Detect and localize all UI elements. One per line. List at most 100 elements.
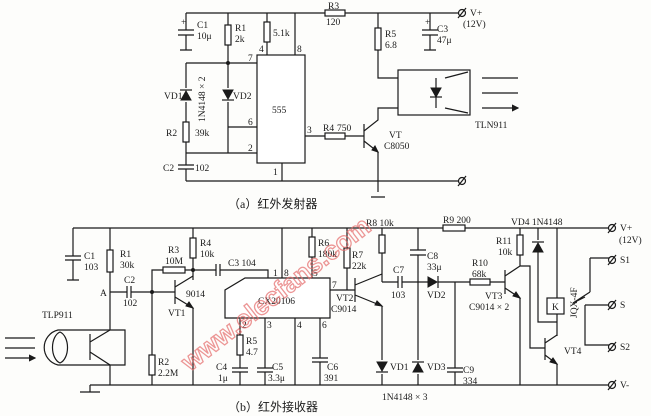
label-c7-value: 103 — [391, 291, 406, 301]
label-r1-b-value: 30k — [120, 261, 135, 271]
label-r3-b: R3 — [168, 246, 179, 256]
resistor-r8 — [378, 234, 386, 254]
label-vt3: VT3 — [485, 292, 503, 302]
diode-vd1-b — [376, 361, 388, 373]
capacitor-c3-b — [193, 264, 269, 278]
vminus-terminal — [607, 380, 617, 390]
diode-vd4 — [532, 241, 544, 253]
power-rails — [186, 12, 458, 182]
pin-3: 3 — [307, 126, 312, 136]
resistor-r2 — [182, 121, 190, 143]
capacitor-c8 — [410, 228, 426, 385]
vplus-terminal — [457, 8, 467, 18]
label-r6: R6 — [318, 239, 329, 249]
resistor-r5 — [374, 27, 382, 51]
resistor-r11 — [516, 234, 524, 256]
label-vt-type: C8050 — [384, 142, 410, 152]
resistor-r4-b — [189, 237, 197, 259]
pin-1: 1 — [273, 168, 278, 178]
capacitor-c3 — [422, 13, 438, 51]
label-diodes-type: 1N4148 × 3 — [382, 393, 428, 403]
label-r11-value: 10k — [498, 248, 513, 258]
label-r2-b: R2 — [158, 358, 169, 368]
label-r9: R9 200 — [443, 216, 471, 226]
caption-receiver: （b）红外接收器 — [228, 399, 318, 414]
ic-cx20106-label: CX20106 — [258, 297, 295, 307]
label-c7: C7 — [393, 266, 404, 276]
relay-contacts — [572, 257, 609, 346]
label-c3-b: C3 104 — [228, 259, 256, 269]
capacitor-c2-b — [110, 286, 175, 298]
label-tln911: TLN911 — [475, 121, 508, 131]
label-vplus-b: V+ — [620, 224, 632, 234]
label-r8: R8 10k — [366, 219, 394, 229]
label-vt1: VT1 — [168, 309, 186, 319]
pin-2: 2 — [248, 144, 253, 154]
resistor-r1-b — [106, 249, 114, 273]
receiver-circuit — [5, 222, 617, 393]
label-c1-b: C1 — [84, 252, 95, 262]
pin-5-b: 5 — [313, 269, 318, 279]
ic-555-label: 555 — [272, 106, 287, 116]
label-voltage-b: (12V) — [619, 235, 642, 246]
pin-2-b: 2 — [242, 321, 247, 331]
ir-incoming-arrows — [5, 337, 35, 358]
label-c6-value: 391 — [324, 374, 339, 384]
label-voltage: (12V) — [463, 19, 486, 30]
resistor-r7 — [343, 247, 351, 269]
label-c6: C6 — [327, 363, 338, 373]
terminal-s1 — [607, 255, 617, 265]
label-r5: R5 — [385, 30, 396, 40]
pin-1-b: 1 — [273, 269, 278, 279]
ic-cx20106 — [224, 277, 331, 319]
capacitor-c1-b — [65, 228, 81, 281]
transmitter-labels: R3 120 C1 10μ R1 2k 5.1k 4 8 7 6 2 3 1 5… — [163, 2, 508, 211]
capacitor-c9 — [438, 281, 470, 385]
resistor-r4 — [324, 132, 346, 140]
label-s1: S1 — [620, 256, 630, 266]
resistor-5k1 — [263, 21, 271, 43]
label-c1-b-value: 103 — [84, 263, 99, 273]
label-r4: R4 — [323, 124, 334, 134]
label-r10: R10 — [472, 259, 488, 269]
label-r6-value: 180k — [318, 250, 337, 260]
label-c5-value: 3.3μ — [268, 374, 285, 384]
resistor-r1 — [224, 24, 232, 46]
pin-4: 4 — [259, 45, 264, 55]
pin-4-b: 4 — [297, 321, 302, 331]
label-r4-value: 750 — [337, 124, 352, 134]
label-r2: R2 — [166, 129, 177, 139]
label-r4-b-value: 10k — [200, 250, 215, 260]
ir-receiver-tlp911 — [5, 329, 126, 393]
label-c2: C2 — [163, 164, 174, 174]
relay-k — [546, 297, 565, 315]
label-c8: C8 — [427, 252, 438, 262]
ir-emission-arrows — [482, 77, 518, 108]
svg-text:+: + — [181, 18, 186, 28]
diode-vd3 — [412, 361, 424, 373]
label-r1-value: 2k — [235, 35, 245, 45]
pin-8: 8 — [297, 45, 302, 55]
label-vd2-b: VD2 — [427, 291, 446, 301]
label-c2-b: C2 — [124, 276, 135, 286]
label-r7: R7 — [352, 251, 363, 261]
terminal-s — [607, 300, 617, 310]
pin-7: 7 — [248, 54, 253, 64]
capacitor-c5 — [257, 318, 273, 385]
label-tlp911: TLP911 — [42, 311, 73, 321]
label-node-a: A — [100, 289, 107, 299]
label-r3-value: 120 — [326, 18, 341, 28]
label-vt2-type: C9014 — [331, 305, 357, 315]
label-5k1: 5.1k — [273, 29, 290, 39]
resistor-r3-b — [162, 266, 186, 274]
label-c3: C3 — [437, 25, 448, 35]
label-c1: C1 — [197, 21, 208, 31]
diode-vd1 — [180, 89, 192, 101]
label-relay-k: K — [552, 303, 559, 313]
ic-555 — [256, 54, 306, 164]
receiver-labels: C1 103 R1 30k A C2 102 R3 10M R4 10k 901… — [42, 216, 642, 414]
label-vd3: VD3 — [427, 363, 446, 373]
label-c8-value: 33μ — [427, 263, 442, 273]
label-vminus: V- — [620, 381, 629, 391]
